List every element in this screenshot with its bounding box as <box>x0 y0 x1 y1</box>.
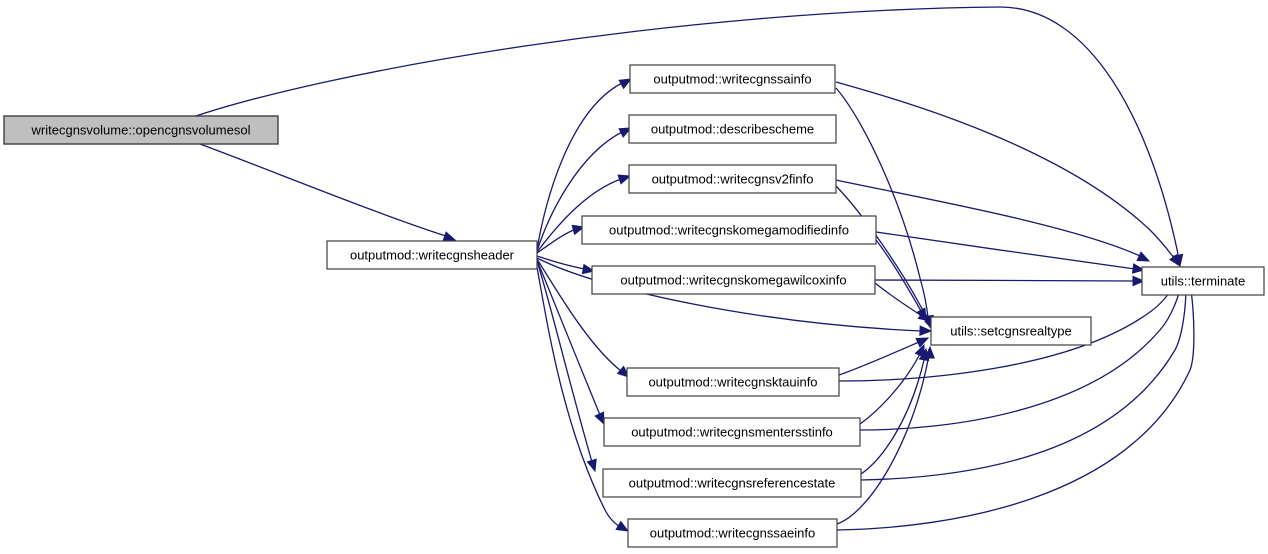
edge-arrowhead <box>1132 275 1146 287</box>
edge-header-to-saeinfo <box>535 261 630 532</box>
edge-komegawilcox-to-setrealtype <box>874 282 932 322</box>
node-ssainfo[interactable]: outputmod::writecgnssainfo <box>629 64 836 94</box>
node-label: outputmod::writecgnsktauinfo <box>648 374 817 389</box>
edge-mentersst-to-setrealtype <box>859 343 925 425</box>
node-label: outputmod::writecgnsheader <box>350 247 515 262</box>
node-box[interactable] <box>628 114 837 144</box>
edge-arrowhead <box>919 325 933 336</box>
node-label: writecgnsvolume::opencgnsvolumesol <box>31 122 251 137</box>
node-label: outputmod::writecgnssaeinfo <box>650 525 815 540</box>
edge-header-to-ssainfo <box>536 78 633 251</box>
node-mentersst[interactable]: outputmod::writecgnsmentersstinfo <box>603 417 861 447</box>
edge-arrowhead <box>1136 251 1151 262</box>
node-terminate[interactable]: utils::terminate <box>1141 266 1265 296</box>
node-box[interactable] <box>627 518 838 548</box>
edge-saeinfo-to-setrealtype <box>836 345 935 525</box>
node-label: outputmod::writecgnsv2finfo <box>652 171 814 186</box>
edge-arrowhead <box>917 310 932 322</box>
edge-header-to-ktauinfo <box>536 258 630 378</box>
edge-arrowhead <box>616 365 630 378</box>
edge-arrowhead <box>618 78 633 90</box>
node-label: outputmod::writecgnskomegawilcoxinfo <box>620 272 846 287</box>
node-box[interactable] <box>326 240 538 270</box>
edge-arrowhead <box>615 520 630 532</box>
edge-ktauinfo-to-setrealtype <box>838 337 930 376</box>
edge-header-to-setrealtype <box>536 257 933 336</box>
node-box[interactable] <box>1141 266 1265 296</box>
node-komegamodified[interactable]: outputmod::writecgnskomegamodifiedinfo <box>581 215 877 245</box>
edge-arrowhead <box>914 343 925 358</box>
edge-arrowhead <box>618 127 633 138</box>
edge-arrowhead <box>442 231 457 242</box>
node-komegawilcox[interactable]: outputmod::writecgnskomegawilcoxinfo <box>591 265 876 295</box>
node-v2finfo[interactable]: outputmod::writecgnsv2finfo <box>628 164 837 194</box>
node-label: outputmod::writecgnskomegamodifiedinfo <box>609 222 849 237</box>
node-box[interactable] <box>591 265 876 295</box>
edge-arrowhead <box>617 174 632 185</box>
node-setrealtype[interactable]: utils::setcgnsrealtype <box>930 316 1092 346</box>
edge-header-to-referencestate <box>536 260 597 473</box>
nodes-layer: writecgnsvolume::opencgnsvolumesoloutput… <box>3 64 1265 548</box>
node-saeinfo[interactable]: outputmod::writecgnssaeinfo <box>627 518 838 548</box>
edge-arrowhead <box>571 224 586 236</box>
edge-ssainfo-to-terminate <box>835 81 1181 268</box>
node-ktauinfo[interactable]: outputmod::writecgnsktauinfo <box>626 367 840 397</box>
node-label: outputmod::writecgnsmentersstinfo <box>631 424 833 439</box>
node-box[interactable] <box>629 64 836 94</box>
edge-arrowhead <box>1169 253 1181 268</box>
edge-header-to-describescheme <box>536 127 633 252</box>
node-box[interactable] <box>581 215 877 245</box>
edge-komegamodified-to-setrealtype <box>875 239 927 322</box>
edge-arrowhead <box>586 458 597 473</box>
node-header[interactable]: outputmod::writecgnsheader <box>326 240 538 270</box>
node-root[interactable]: writecgnsvolume::opencgnsvolumesol <box>3 115 279 145</box>
edge-v2finfo-to-terminate <box>835 179 1151 262</box>
node-label: outputmod::writecgnssainfo <box>653 71 811 86</box>
edge-header-to-v2finfo <box>536 174 632 253</box>
node-box[interactable] <box>3 115 279 145</box>
node-describescheme[interactable]: outputmod::describescheme <box>628 114 837 144</box>
edge-arrowhead <box>581 263 596 275</box>
node-label: utils::terminate <box>1161 273 1246 288</box>
node-box[interactable] <box>930 316 1092 346</box>
edge-saeinfo-to-terminate <box>836 277 1197 531</box>
edge-arrowhead <box>924 345 935 359</box>
node-box[interactable] <box>628 164 837 194</box>
edge-header-to-komegawilcox <box>536 255 596 275</box>
edge-arrowhead <box>1131 263 1146 274</box>
node-label: outputmod::describescheme <box>651 121 814 136</box>
node-box[interactable] <box>626 367 840 397</box>
node-box[interactable] <box>603 417 861 447</box>
node-box[interactable] <box>602 468 862 498</box>
edge-arrowhead <box>915 337 930 348</box>
node-label: utils::setcgnsrealtype <box>950 323 1071 338</box>
node-label: outputmod::writecgnsreferencestate <box>629 475 836 490</box>
node-referencestate[interactable]: outputmod::writecgnsreferencestate <box>602 468 862 498</box>
edge-root-to-header <box>199 143 457 242</box>
edge-header-to-komegamodified <box>536 224 586 254</box>
edge-komegawilcox-to-terminate <box>874 275 1146 287</box>
edge-komegamodified-to-terminate <box>875 231 1146 274</box>
